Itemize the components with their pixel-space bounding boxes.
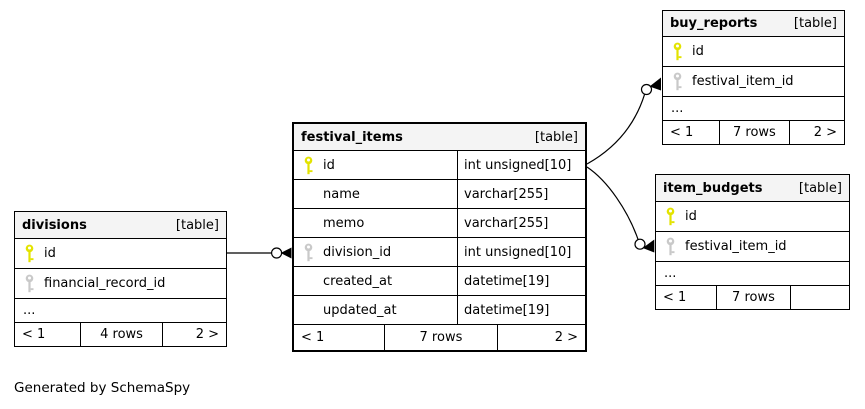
table-divisions: divisions [table] id financial_record_id… [14, 211, 227, 347]
column-type: int unsigned[10] [457, 238, 585, 266]
table-item-budgets-pager: < 1 7 rows [656, 286, 849, 309]
column-name: memo [323, 215, 365, 231]
primary-key-icon [665, 207, 685, 226]
column-row-updated-at: updated_at datetime[19] [294, 296, 585, 325]
column-row-festival-item-id: festival_item_id [656, 232, 849, 262]
more-columns-ellipsis: ... [656, 262, 849, 286]
table-divisions-header[interactable]: divisions [table] [15, 212, 226, 239]
column-row-festival-item-id: festival_item_id [663, 67, 844, 97]
column-row-id: id [15, 239, 226, 269]
table-festival-items: festival_items [table] id int unsigned[1… [292, 122, 587, 352]
row-count: 4 rows [80, 323, 163, 346]
primary-key-icon [303, 156, 323, 175]
more-columns-ellipsis: ... [663, 97, 844, 121]
pager-next: 2 > [554, 330, 578, 345]
foreign-key-icon [24, 274, 44, 293]
table-type-badge: [table] [793, 16, 837, 31]
table-item-budgets-title[interactable]: item_budgets [663, 180, 763, 196]
column-row-memo: memo varchar[255] [294, 209, 585, 238]
column-name: festival_item_id [685, 239, 787, 254]
table-item-budgets: item_budgets [table] id festival_item_id… [655, 174, 850, 310]
edge-buy-reports-to-festival-items [586, 77, 661, 165]
column-row-id: id [656, 202, 849, 232]
table-buy-reports-pager: < 1 7 rows 2 > [663, 121, 844, 144]
table-type-badge: [table] [175, 217, 219, 233]
table-buy-reports-header[interactable]: buy_reports [table] [663, 11, 844, 37]
column-name: updated_at [323, 302, 397, 318]
table-type-badge: [table] [798, 180, 842, 196]
foreign-key-icon [665, 237, 685, 256]
edge-item-budgets-to-festival-items [586, 166, 655, 253]
column-name: division_id [323, 244, 392, 260]
column-type: int unsigned[10] [457, 151, 585, 179]
table-festival-items-title[interactable]: festival_items [301, 129, 403, 145]
column-name: festival_item_id [692, 74, 794, 89]
row-count: 7 rows [719, 121, 790, 144]
generator-note: Generated by SchemaSpy [14, 380, 191, 396]
column-name: name [323, 186, 360, 202]
column-type: datetime[19] [457, 267, 585, 295]
column-type: datetime[19] [457, 296, 585, 324]
pager-prev: < 1 [22, 327, 46, 342]
foreign-key-icon [303, 243, 323, 262]
edge-festival-items-to-divisions [227, 247, 292, 259]
table-divisions-pager: < 1 4 rows 2 > [15, 323, 226, 346]
column-row-financial-record-id: financial_record_id [15, 269, 226, 299]
table-buy-reports-title[interactable]: buy_reports [670, 16, 758, 31]
column-name: id [323, 157, 335, 173]
pager-next [791, 286, 849, 309]
foreign-key-icon [672, 72, 692, 91]
column-row-id: id [663, 37, 844, 67]
column-name: financial_record_id [44, 276, 166, 291]
column-row-name: name varchar[255] [294, 180, 585, 209]
table-festival-items-header[interactable]: festival_items [table] [294, 124, 585, 151]
pager-prev: < 1 [301, 330, 325, 345]
primary-key-icon [24, 244, 44, 263]
row-count: 7 rows [384, 325, 498, 350]
column-name: id [44, 246, 56, 261]
column-type: varchar[255] [457, 180, 585, 208]
pager-next: 2 > [813, 125, 837, 140]
column-row-created-at: created_at datetime[19] [294, 267, 585, 296]
primary-key-icon [672, 42, 692, 61]
column-name: id [685, 209, 697, 224]
pager-prev: < 1 [663, 290, 687, 305]
column-name: created_at [323, 273, 393, 289]
pager-prev: < 1 [670, 125, 694, 140]
table-item-budgets-header[interactable]: item_budgets [table] [656, 175, 849, 202]
table-type-badge: [table] [534, 129, 578, 145]
table-festival-items-pager: < 1 7 rows 2 > [294, 325, 585, 350]
table-divisions-title[interactable]: divisions [22, 217, 87, 233]
pager-next: 2 > [195, 327, 219, 342]
row-count: 7 rows [715, 286, 792, 309]
more-columns-ellipsis: ... [15, 299, 226, 323]
table-buy-reports: buy_reports [table] id festival_item_id … [662, 10, 845, 145]
column-type: varchar[255] [457, 209, 585, 237]
column-row-id: id int unsigned[10] [294, 151, 585, 180]
column-row-division-id: division_id int unsigned[10] [294, 238, 585, 267]
column-name: id [692, 44, 704, 59]
